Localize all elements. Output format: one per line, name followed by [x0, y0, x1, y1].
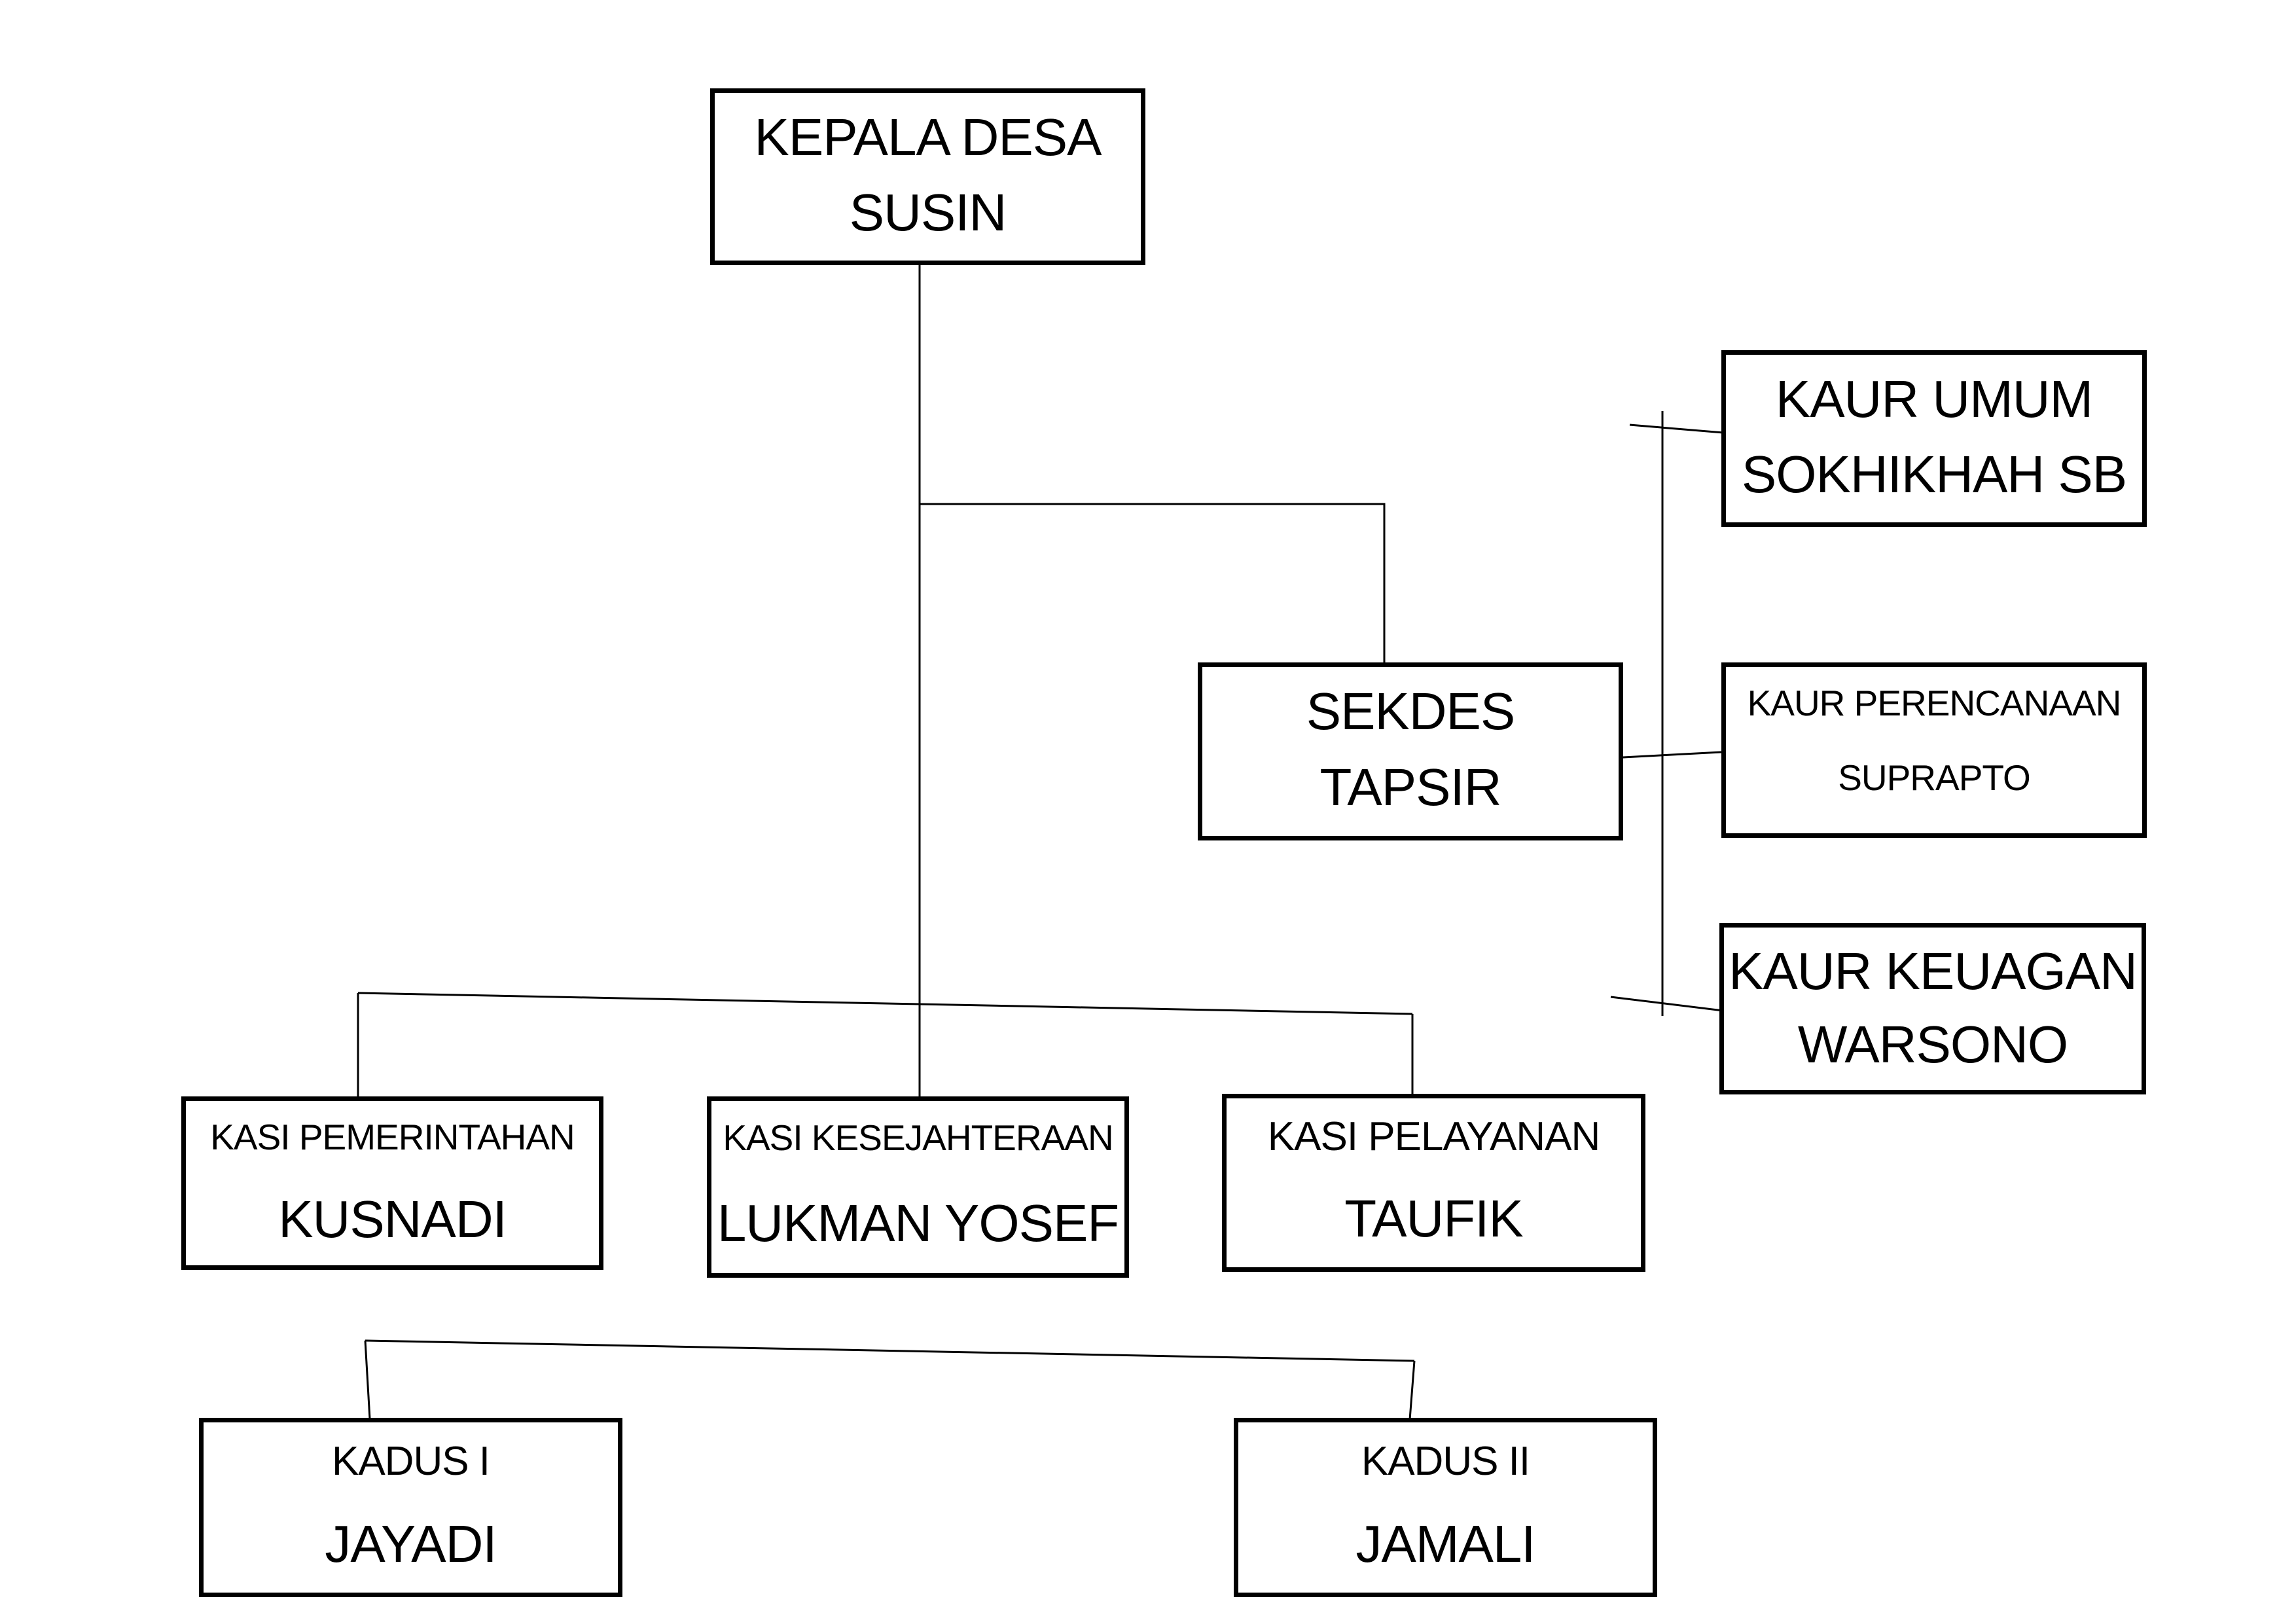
node-title: KASI PEMERINTAHAN [210, 1116, 575, 1157]
node-person-name: KUSNADI [278, 1189, 507, 1248]
org-node-kasi-kesejahteraan: KASI KESEJAHTERAAN LUKMAN YOSEF [707, 1096, 1129, 1278]
node-person-name: LUKMAN YOSEF [717, 1194, 1119, 1253]
node-person-name: WARSONO [1797, 1015, 2068, 1074]
org-node-kadus-i: KADUS I JAYADI [199, 1418, 622, 1597]
node-title: KAUR KEUAGAN [1729, 942, 2138, 1001]
node-title: KADUS I [331, 1438, 490, 1484]
node-person-name: JAMALI [1355, 1514, 1535, 1573]
node-title: KAUR UMUM [1775, 370, 2093, 429]
org-node-kaur-keuagan: KAUR KEUAGAN WARSONO [1719, 923, 2146, 1094]
org-node-kaur-umum: KAUR UMUM SOKHIKHAH SB [1721, 350, 2147, 527]
org-node-kasi-pelayanan: KASI PELAYANAN TAUFIK [1222, 1094, 1645, 1272]
org-node-kasi-pemerintahan: KASI PEMERINTAHAN KUSNADI [181, 1096, 603, 1270]
node-title: KADUS II [1361, 1438, 1530, 1484]
node-person-name: JAYADI [325, 1514, 497, 1573]
org-node-kadus-ii: KADUS II JAMALI [1234, 1418, 1657, 1597]
node-person-name: TAUFIK [1344, 1189, 1524, 1248]
node-person-name: SUPRAPTO [1838, 757, 2031, 799]
org-node-kepala-desa: KEPALA DESA SUSIN [710, 88, 1145, 265]
org-node-sekdes: SEKDES TAPSIR [1198, 662, 1623, 840]
node-title: KAUR PERENCANAAN [1747, 682, 2122, 723]
node-title: SEKDES [1306, 682, 1516, 741]
node-title: KASI PELAYANAN [1267, 1114, 1600, 1160]
node-title: KASI KESEJAHTERAAN [723, 1117, 1113, 1158]
org-node-kaur-perencanaan: KAUR PERENCANAAN SUPRAPTO [1721, 662, 2147, 838]
node-person-name: TAPSIR [1319, 758, 1501, 817]
node-title: KEPALA DESA [754, 108, 1102, 167]
node-person-name: SUSIN [849, 183, 1007, 242]
node-person-name: SOKHIKHAH SB [1741, 445, 2127, 504]
